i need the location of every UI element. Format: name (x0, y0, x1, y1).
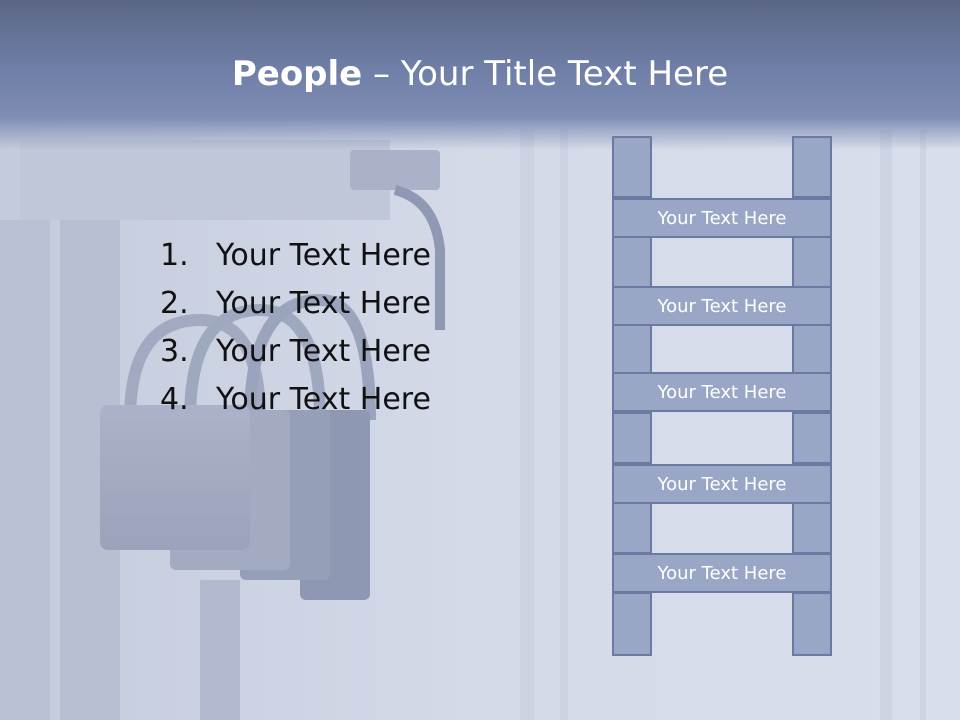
ladder-right-rail-segment (792, 136, 832, 198)
title-separator: – (362, 54, 401, 94)
ladder-left-rail-segment (612, 136, 652, 198)
slide-title: People – Your Title Text Here (0, 52, 960, 96)
ladder-left-rail-segment (612, 236, 652, 288)
ladder-rung-3: Your Text Here (612, 372, 832, 412)
ladder-left-rail-segment (612, 592, 652, 656)
ladder-left-rail-segment (612, 502, 652, 554)
title-rest: Your Title Text Here (400, 54, 729, 94)
ladder-right-rail-segment (792, 236, 832, 288)
list-item: 3. Your Text Here (160, 328, 490, 376)
ladder-rung-5: Your Text Here (612, 553, 832, 593)
list-item-text: Your Text Here (216, 334, 431, 369)
list-item-text: Your Text Here (216, 382, 431, 417)
list-item-number: 1. (160, 238, 189, 273)
ladder-left-rail-segment (612, 412, 652, 464)
ladder-left-rail-segment (612, 324, 652, 374)
ladder-rung-4: Your Text Here (612, 464, 832, 504)
list-item-number: 3. (160, 334, 189, 369)
list-item: 2. Your Text Here (160, 280, 490, 328)
numbered-list: 1. Your Text Here 2. Your Text Here 3. Y… (160, 232, 490, 424)
ladder-right-rail-segment (792, 592, 832, 656)
list-item-text: Your Text Here (216, 238, 431, 273)
ladder-right-rail-segment (792, 324, 832, 374)
ladder-rung-2: Your Text Here (612, 286, 832, 326)
list-item: 1. Your Text Here (160, 232, 490, 280)
list-item: 4. Your Text Here (160, 376, 490, 424)
list-item-number: 2. (160, 286, 189, 321)
ladder-right-rail-segment (792, 412, 832, 464)
title-band (0, 0, 960, 150)
title-bold: People (231, 54, 363, 94)
list-item-text: Your Text Here (216, 286, 431, 321)
ladder-rung-1: Your Text Here (612, 198, 832, 238)
list-item-number: 4. (160, 382, 189, 417)
ladder-right-rail-segment (792, 502, 832, 554)
